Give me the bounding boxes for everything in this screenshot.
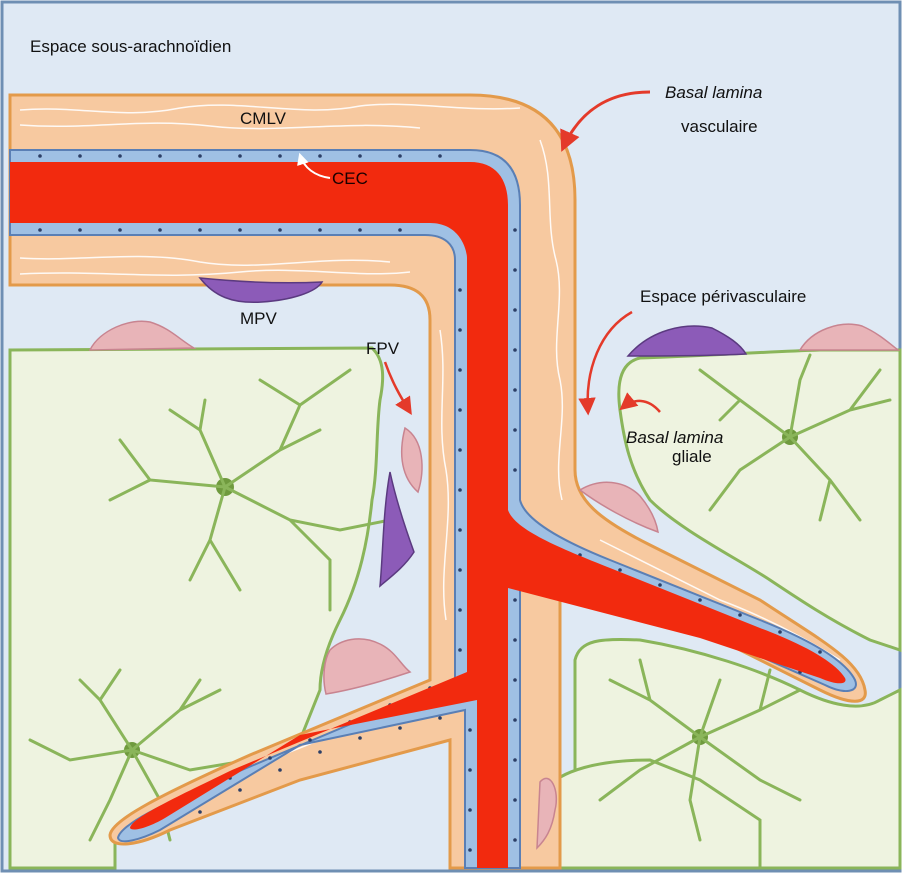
label-basal-lamina-gliale-1: Basal lamina xyxy=(626,428,723,447)
label-espace-perivasculaire: Espace périvasculaire xyxy=(640,287,806,306)
label-cec: CEC xyxy=(332,169,368,188)
label-mpv: MPV xyxy=(240,309,278,328)
label-cmlv: CMLV xyxy=(240,109,287,128)
label-basal-lamina-vasculaire-1: Basal lamina xyxy=(665,83,762,102)
label-subarachnoid: Espace sous-arachnoïdien xyxy=(30,37,231,56)
label-basal-lamina-gliale-2: gliale xyxy=(672,447,712,466)
label-basal-lamina-vasculaire-2: vasculaire xyxy=(681,117,758,136)
label-fpv: FPV xyxy=(366,339,400,358)
